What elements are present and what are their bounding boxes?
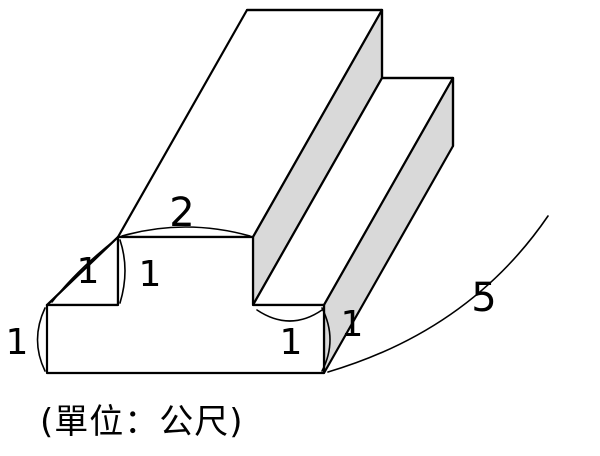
label-front-width: 1: [280, 322, 303, 363]
brace-top-width: [121, 226, 251, 237]
brace-length: [327, 215, 549, 373]
brace-left-height: [36, 307, 46, 372]
brace-front-width: [256, 309, 323, 322]
front-face: [45, 235, 326, 375]
label-front-height: 1: [341, 304, 364, 345]
label-step-height: 1: [139, 254, 162, 295]
label-length: 5: [471, 275, 496, 321]
brace-front-height: [321, 307, 331, 372]
label-top-width: 2: [169, 190, 194, 236]
brace-step-depth: [51, 239, 116, 303]
label-step-depth: 1: [77, 251, 100, 292]
unit-caption: (單位：公尺): [40, 402, 244, 442]
label-left-height: 1: [6, 322, 29, 363]
brace-step-height: [119, 239, 126, 304]
